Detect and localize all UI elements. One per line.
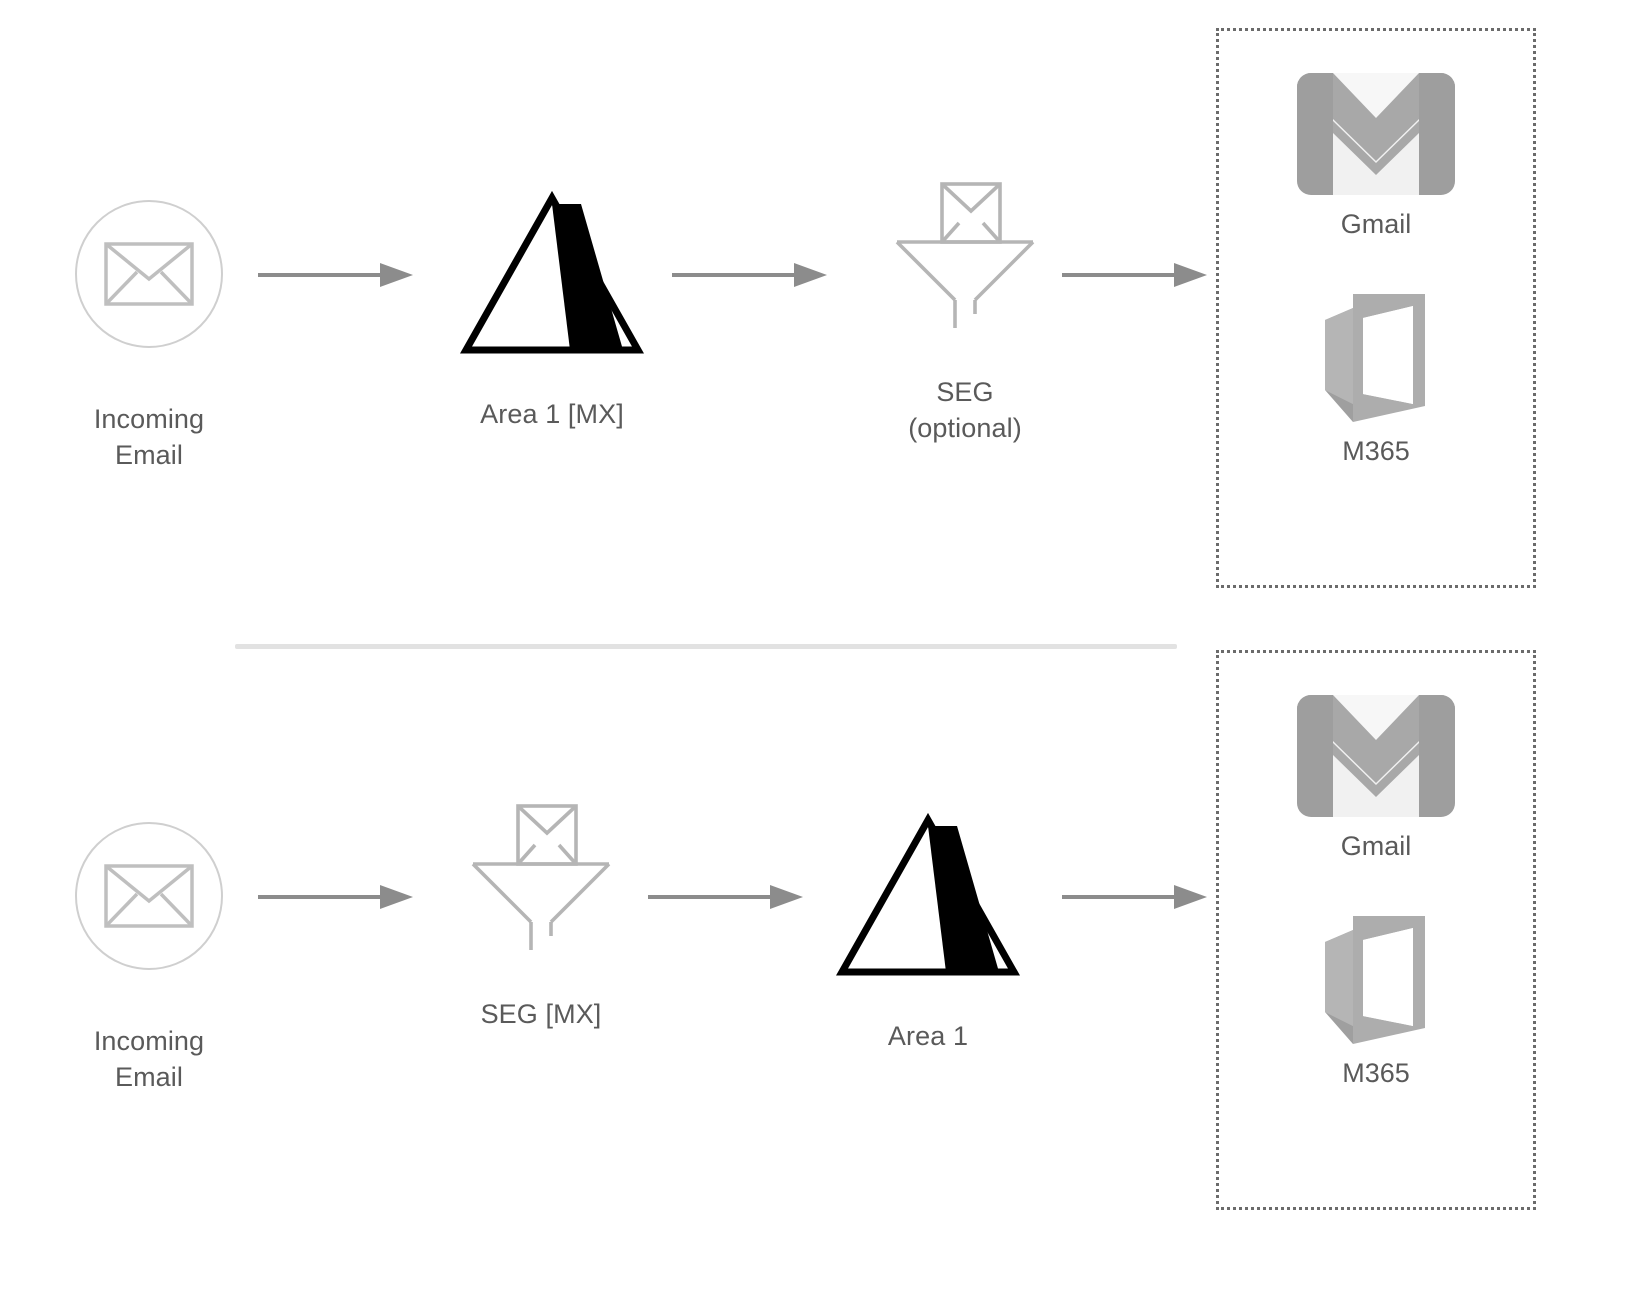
node-label-seg-mx-bottom: SEG [MX]	[480, 999, 602, 1029]
gmail-logo-icon	[1297, 695, 1455, 817]
node-label-seg-optional-top: SEG (optional)	[908, 377, 1022, 443]
node-seg-optional-top: SEG (optional)	[872, 178, 1058, 446]
dest-label-m365-bottom: M365	[1342, 1058, 1410, 1088]
node-label-incoming-email-top: Incoming Email	[93, 404, 205, 470]
dest-item-gmail-top: Gmail	[1297, 73, 1455, 240]
dest-item-gmail-bottom: Gmail	[1297, 695, 1455, 862]
seg-funnel-icon	[459, 800, 623, 959]
dest-item-m365-top: M365	[1317, 292, 1435, 467]
arrow-bottom-1	[258, 884, 413, 910]
node-label-incoming-email-bottom: Incoming Email	[93, 1026, 205, 1092]
arrow-bottom-3	[1062, 884, 1207, 910]
node-label-area1-bottom: Area 1	[887, 1021, 969, 1051]
envelope-circle-icon	[75, 822, 223, 970]
dest-label-gmail-bottom: Gmail	[1340, 831, 1412, 861]
destinations-top: Gmail M365	[1216, 28, 1536, 588]
area1-triangle-icon	[835, 812, 1021, 983]
arrow-top-1	[258, 262, 413, 288]
node-incoming-email-top: Incoming Email	[66, 200, 232, 473]
seg-funnel-icon	[883, 178, 1047, 337]
envelope-circle-icon	[75, 200, 223, 348]
gmail-logo-icon	[1297, 73, 1455, 195]
dest-item-m365-bottom: M365	[1317, 914, 1435, 1089]
m365-logo-icon	[1317, 914, 1435, 1044]
arrow-bottom-2	[648, 884, 803, 910]
node-area1-bottom: Area 1	[828, 812, 1028, 1055]
section-divider	[235, 644, 1177, 649]
m365-logo-icon	[1317, 292, 1435, 422]
dest-label-m365-top: M365	[1342, 436, 1410, 466]
arrow-top-2	[672, 262, 827, 288]
destinations-bottom: Gmail M365	[1216, 650, 1536, 1210]
arrow-top-3	[1062, 262, 1207, 288]
node-area1-mx-top: Area 1 [MX]	[452, 190, 652, 433]
area1-triangle-icon	[459, 190, 645, 361]
node-label-area1-mx-top: Area 1 [MX]	[480, 399, 624, 429]
node-incoming-email-bottom: Incoming Email	[66, 822, 232, 1095]
node-seg-mx-bottom: SEG [MX]	[448, 800, 634, 1033]
dest-label-gmail-top: Gmail	[1340, 209, 1412, 239]
